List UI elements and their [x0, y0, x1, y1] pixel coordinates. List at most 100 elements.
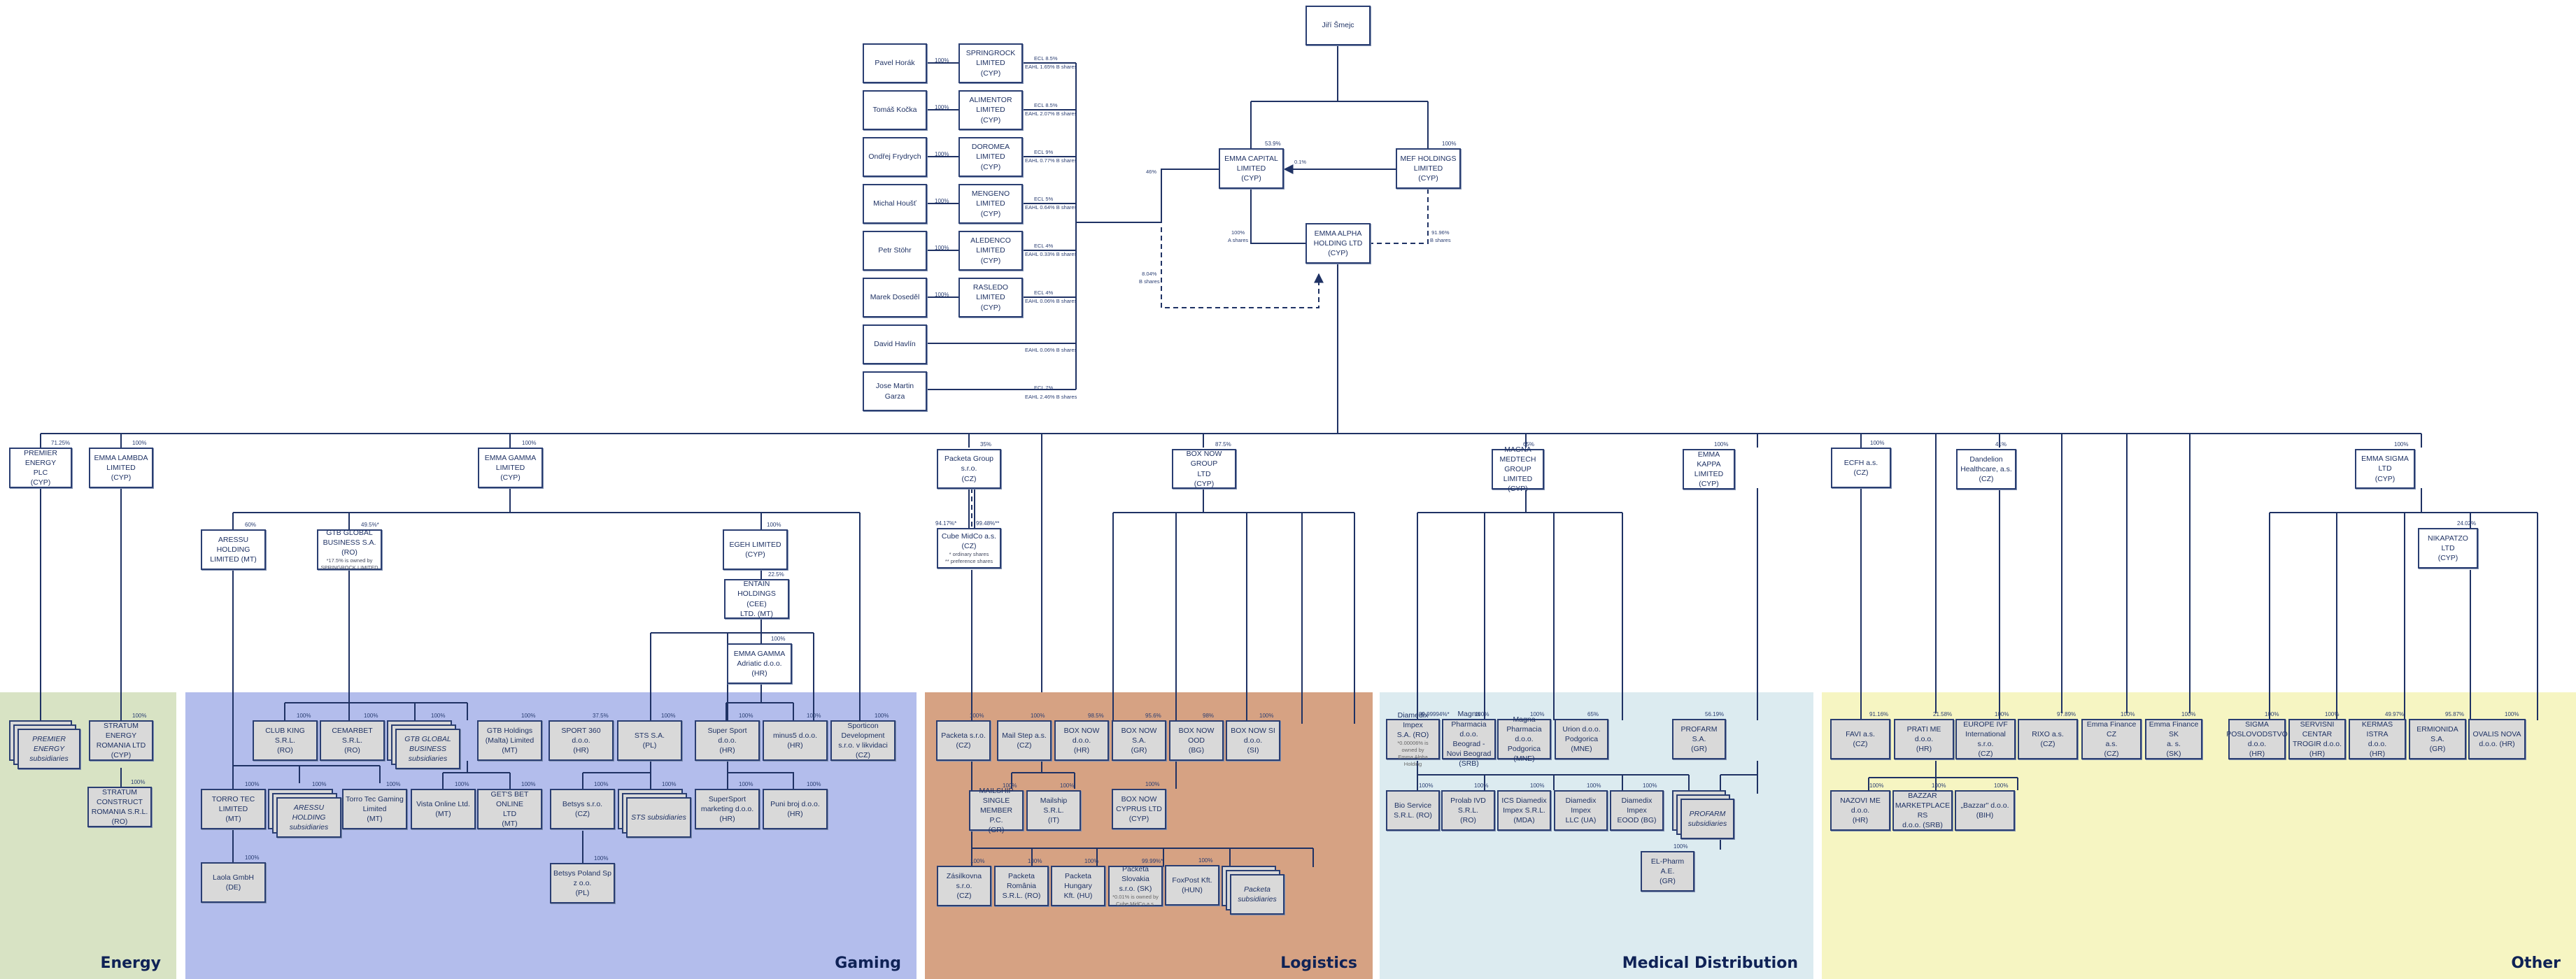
- entity-kappa-box[interactable]: EMMA KAPPA LIMITED (CYP): [1683, 449, 1735, 490]
- entity-premier-box[interactable]: PREMIER ENERGY PLC (CYP): [9, 448, 72, 488]
- emma-alpha-box[interactable]: EMMA ALPHA HOLDING LTD (CYP): [1305, 223, 1371, 264]
- entity-aressu-box[interactable]: ARESSU HOLDING LIMITED (MT): [201, 529, 266, 570]
- entity-getsbet-box[interactable]: GET'S BET ONLINE LTD (MT): [477, 789, 542, 829]
- shareholder-person[interactable]: Jose Martin Garza: [863, 371, 927, 411]
- owner-box[interactable]: Jiří Šmejc: [1305, 6, 1371, 45]
- mef-holdings-box[interactable]: MEF HOLDINGS LIMITED (CYP): [1396, 148, 1461, 189]
- entity-club-king-box[interactable]: CLUB KING S.R.L. (RO): [253, 720, 318, 761]
- entity-finance-sk-box[interactable]: Emma Finance SK a. s. (SK): [2145, 719, 2202, 759]
- entity-entain-box[interactable]: ENTAIN HOLDINGS (CEE) LTD. (MT): [724, 579, 789, 619]
- entity-packeta-cz-box[interactable]: Packeta s.r.o. (CZ): [936, 720, 991, 761]
- entity-ics-diamedix-box[interactable]: ICS Diamedix Impex S.R.L. (MDA): [1497, 790, 1551, 831]
- entity-boxnow-si-box[interactable]: BOX NOW SI d.o.o. (SI): [1226, 720, 1280, 761]
- shareholder-person[interactable]: Ondřej Frydrych: [863, 137, 927, 177]
- entity-sigma-poslov-box[interactable]: SIGMA POSLOVODSTVO d.o.o. (HR): [2226, 719, 2288, 759]
- entity-finance-cz-box[interactable]: Emma Finance CZ a.s. (CZ): [2081, 719, 2142, 759]
- entity-mailship-it-box[interactable]: Mailship S.R.L. (IT): [1026, 790, 1081, 831]
- entity-magna-mne-box[interactable]: Magna Pharmacia d.o.o. Podgorica (MNE): [1497, 715, 1551, 763]
- entity-servisni-box[interactable]: SERVISNI CENTAR TROGIR d.o.o. (HR): [2288, 719, 2346, 759]
- shareholder-person[interactable]: Tomáš Kočka: [863, 90, 927, 130]
- entity-magna-srb-name: Magna Pharmacia d.o.o. Beograd - Novi Be…: [1446, 710, 1492, 769]
- entity-packeta-group-box[interactable]: Packeta Group s.r.o. (CZ): [937, 449, 1001, 489]
- entity-dandelion-box[interactable]: Dandelion Healthcare, a.s. (CZ): [1956, 449, 2016, 490]
- entity-minus5-box[interactable]: minus5 d.o.o. (HR): [763, 720, 828, 761]
- entity-mailstep-box[interactable]: Mail Step a.s. (CZ): [997, 720, 1052, 761]
- shareholder-person[interactable]: Petr Stöhr: [863, 231, 927, 271]
- entity-ecfh-box[interactable]: ECFH a.s. (CZ): [1831, 448, 1891, 488]
- entity-diamedix-ua-box[interactable]: Diamedix Impex LLC (UA): [1554, 790, 1608, 831]
- entity-magna-srb-box[interactable]: Magna Pharmacia d.o.o. Beograd - Novi Be…: [1442, 710, 1496, 768]
- entity-stratum-construct-box[interactable]: STRATUM CONSTRUCT ROMANIA S.R.L. (RO): [87, 787, 152, 827]
- entity-gtb-box[interactable]: GTB GLOBAL BUSINESS S.A. (RO)*17.5% is o…: [317, 529, 382, 571]
- entity-boxnow-bg-box[interactable]: BOX NOW OOD (BG): [1169, 720, 1224, 761]
- holding-vehicle[interactable]: ALEDENCO LIMITED (CYP): [958, 231, 1023, 271]
- entity-foxpost-box[interactable]: FoxPost Kft. (HUN): [1165, 865, 1219, 906]
- entity-gamma-box[interactable]: EMMA GAMMA LIMITED (CYP): [478, 448, 543, 488]
- entity-profarm-box[interactable]: PROFARM S.A. (GR): [1672, 719, 1726, 759]
- entity-ovalis-box[interactable]: OVALIS NOVA d.o.o. (HR): [2468, 719, 2526, 759]
- entity-boxnow-group-box[interactable]: BOX NOW GROUP LTD (CYP): [1172, 449, 1236, 489]
- entity-packeta-subs-box[interactable]: Packeta subsidiaries: [1230, 874, 1285, 915]
- entity-cube-box[interactable]: Cube MidCo a.s. (CZ)* ordinary shares **…: [937, 528, 1001, 569]
- entity-betsys-box[interactable]: Betsys s.r.o. (CZ): [550, 789, 615, 829]
- shareholder-person[interactable]: David Havlín: [863, 324, 927, 364]
- entity-gtb-holdings-box[interactable]: GTB Holdings (Malta) Limited (MT): [477, 720, 542, 761]
- entity-packeta-ro-box[interactable]: Packeta România S.R.L. (RO): [994, 866, 1049, 906]
- entity-prolab-box[interactable]: Prolab IVD S.R.L. (RO): [1441, 790, 1495, 831]
- entity-prati-box[interactable]: PRATI ME d.o.o. (HR): [1894, 719, 1954, 759]
- entity-super-sport-box[interactable]: Super Sport d.o.o. (HR): [695, 720, 760, 761]
- entity-supersport-mkt-box[interactable]: SuperSport marketing d.o.o. (HR): [695, 789, 760, 829]
- entity-sts-subs-box[interactable]: STS subsidiaries: [626, 797, 691, 838]
- entity-bazzar-bih-box[interactable]: „Bazzar" d.o.o. (BIH): [1955, 790, 2015, 831]
- holding-vehicle[interactable]: RASLEDO LIMITED (CYP): [958, 278, 1023, 317]
- entity-boxnow-cy-box[interactable]: BOX NOW CYPRUS LTD (CYP): [1112, 789, 1166, 829]
- entity-rixo-box[interactable]: RIXO a.s. (CZ): [2018, 719, 2078, 759]
- entity-torro-gaming-box[interactable]: Torro Tec Gaming Limited (MT): [342, 789, 407, 829]
- entity-gamma-adriatic-box[interactable]: EMMA GAMMA Adriatic d.o.o. (HR): [727, 643, 792, 684]
- holding-vehicle[interactable]: SPRINGROCK LIMITED (CYP): [958, 43, 1023, 83]
- entity-diamedix-ro-box[interactable]: Diamedix Impex S.A. (RO)*0.00006% is own…: [1386, 711, 1440, 767]
- emma-capital-box[interactable]: EMMA CAPITAL LIMITED (CYP): [1219, 148, 1284, 189]
- entity-ermionida-box[interactable]: ERMIONIDA S.A. (GR): [2409, 719, 2466, 759]
- holding-vehicle[interactable]: MENGENO LIMITED (CYP): [958, 184, 1023, 224]
- entity-bazzar-rs-box[interactable]: BAZZAR MARKETPLACE RS d.o.o. (SRB): [1892, 790, 1953, 831]
- entity-sigma-box[interactable]: EMMA SIGMA LTD (CYP): [2355, 449, 2415, 489]
- shareholder-person[interactable]: Pavel Horák: [863, 43, 927, 83]
- entity-premier-subs-box[interactable]: PREMIER ENERGY subsidiaries: [17, 729, 80, 769]
- entity-packeta-hu-box[interactable]: Packeta Hungary Kft. (HU): [1051, 866, 1105, 906]
- entity-boxnow-gr-box[interactable]: BOX NOW S.A. (GR): [1112, 720, 1166, 761]
- entity-sporticon-box[interactable]: Sporticon Development s.r.o. v likvidaci…: [830, 720, 896, 761]
- entity-lambda-box[interactable]: EMMA LAMBDA LIMITED (CYP): [89, 448, 153, 488]
- shareholder-person[interactable]: Michal Houšť: [863, 184, 927, 224]
- entity-egeh-box[interactable]: EGEH LIMITED (CYP): [723, 529, 788, 570]
- entity-packeta-sk-box[interactable]: Packeta Slovakia s.r.o. (SK)*0.01% is ow…: [1108, 865, 1163, 907]
- entity-bio-service-box[interactable]: Bio Service S.R.L. (RO): [1386, 790, 1440, 831]
- entity-boxnow-hr-box[interactable]: BOX NOW d.o.o. (HR): [1054, 720, 1109, 761]
- entity-laola-box[interactable]: Laola GmbH (DE): [201, 862, 266, 903]
- entity-zasilkovna-box[interactable]: Zásilkovna s.r.o. (CZ): [937, 866, 991, 906]
- entity-sport360-box[interactable]: SPORT 360 d.o.o. (HR): [549, 720, 614, 761]
- entity-nazovi-box[interactable]: NAZOVI ME d.o.o. (HR): [1830, 790, 1890, 831]
- entity-gtb-subs-box[interactable]: GTB GLOBAL BUSINESS subsidiaries: [395, 729, 460, 769]
- entity-mailship-gr-box[interactable]: MAILSHIP SINGLE MEMBER P.C. (GR): [969, 787, 1024, 834]
- entity-cemarbet-box[interactable]: CEMARBET S.R.L. (RO): [320, 720, 385, 761]
- entity-betsys-pl-box[interactable]: Betsys Poland Sp z o.o. (PL): [550, 863, 615, 903]
- entity-europe-ivf-box[interactable]: EUROPE IVF International s.r.o. (CZ): [1955, 719, 2016, 759]
- entity-puni-broj-box[interactable]: Puni broj d.o.o. (HR): [763, 789, 828, 829]
- entity-profarm-subs-box[interactable]: PROFARM subsidiaries: [1680, 799, 1734, 839]
- entity-favi-box[interactable]: FAVI a.s. (CZ): [1830, 719, 1890, 759]
- entity-aressu-subs-box[interactable]: ARESSU HOLDING subsidiaries: [276, 797, 341, 838]
- entity-diamedix-bg-box[interactable]: Diamedix Impex EOOD (BG): [1610, 790, 1664, 831]
- shareholder-person[interactable]: Marek Doseděl: [863, 278, 927, 317]
- holding-vehicle[interactable]: DOROMEA LIMITED (CYP): [958, 137, 1023, 177]
- entity-sts-box[interactable]: STS S.A. (PL): [617, 720, 682, 761]
- entity-elpharm-box[interactable]: EL-Pharm A.E. (GR): [1641, 851, 1694, 892]
- entity-kermas-box[interactable]: KERMAS ISTRA d.o.o. (HR): [2349, 719, 2406, 759]
- entity-torro-tec-box[interactable]: TORRO TEC LIMITED (MT): [201, 789, 266, 829]
- entity-vista-box[interactable]: Vista Online Ltd. (MT): [411, 789, 476, 829]
- entity-urion-box[interactable]: Urion d.o.o. Podgorica (MNE): [1555, 719, 1608, 759]
- entity-magna-box[interactable]: MAGNA MEDTECH GROUP LIMITED (CYP): [1492, 445, 1544, 493]
- entity-nikapatzo-box[interactable]: NIKAPATZO LTD (CYP): [2418, 528, 2478, 569]
- holding-vehicle[interactable]: ALIMENTOR LIMITED (CYP): [958, 90, 1023, 130]
- entity-stratum-energy-box[interactable]: STRATUM ENERGY ROMANIA LTD (CYP): [89, 720, 153, 761]
